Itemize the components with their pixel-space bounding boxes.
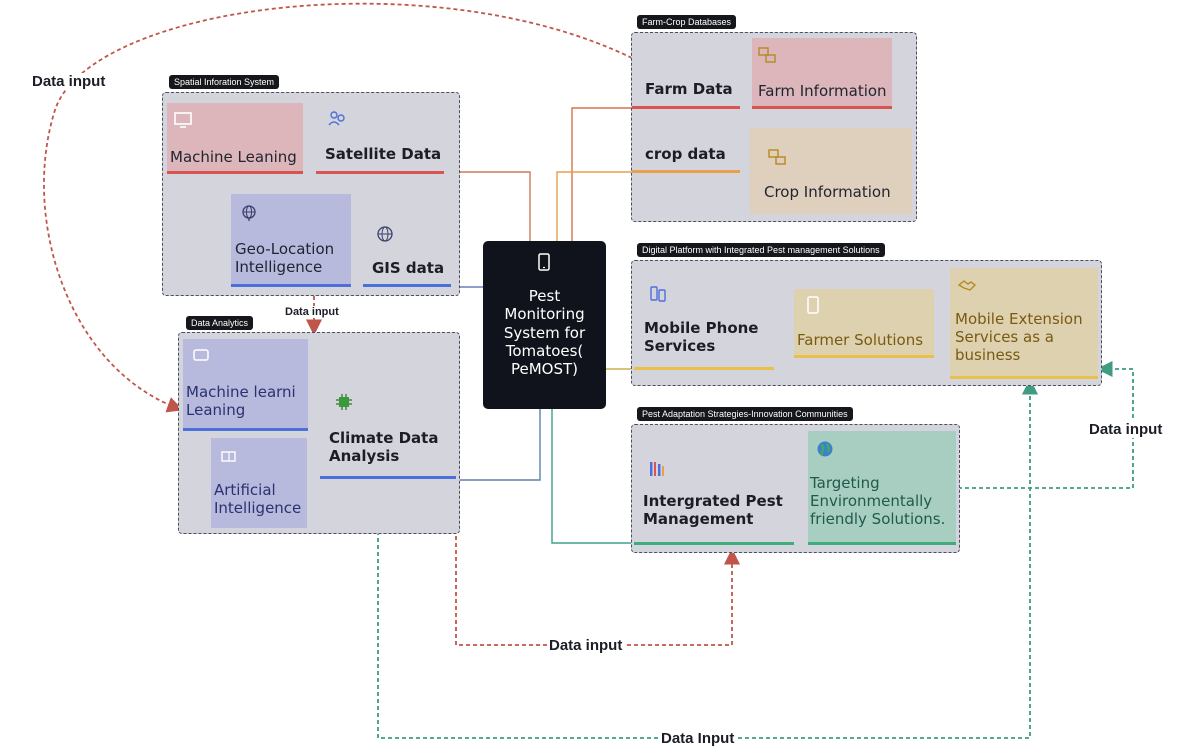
satellite-data-label: Satellite Data (325, 145, 442, 163)
link-climate-center (456, 409, 541, 481)
targeting-solutions-bar (808, 542, 956, 545)
pemost-central-system: Pest Monitoring System for Tomatoes( PeM… (483, 241, 606, 409)
smartphone-icon (807, 296, 819, 314)
smartphone-icon (650, 286, 666, 302)
mobile-phone-services-bar (634, 367, 774, 370)
targeting-solutions-label: Targeting Environmentally friendly Solut… (810, 474, 946, 528)
crop-data-bar (632, 170, 740, 173)
pemost-system-name: Pest Monitoring System for Tomatoes( PeM… (503, 287, 586, 379)
smartphone-icon (538, 253, 550, 271)
bottom-green-data-input-label: Data Input (659, 730, 737, 747)
integrated-pest-management-bar (634, 542, 794, 545)
farm-crop-databases-title: Farm-Crop Databases (637, 15, 737, 29)
satellite-data-bar (316, 171, 444, 174)
climate-data-analysis-label: Climate Data Analysis (329, 429, 439, 465)
link-crop-center (556, 171, 635, 241)
geo-location-label: Geo-Location Intelligence (235, 240, 335, 276)
analytics-machine-learning-tile (183, 339, 308, 429)
targeting-solutions-tile (808, 431, 956, 543)
machine-learning-bar (167, 171, 303, 174)
farmer-solutions-label: Farmer Solutions (797, 331, 924, 349)
analytics-machine-learning-label: Machine learni Leaning (186, 383, 296, 419)
link-farm-center (571, 107, 635, 241)
spatial-information-title: Spatial Inforation System (169, 75, 280, 89)
top-left-data-input-label: Data input (30, 73, 108, 90)
integrated-pest-management-label: Intergrated Pest Management (643, 492, 783, 528)
brain-icon (221, 451, 236, 462)
monitor-icon (174, 112, 192, 128)
machine-learning-label: Machine Leaning (170, 148, 297, 166)
users-icon (328, 111, 345, 126)
crop-information-tile (750, 128, 912, 214)
handshake-icon (958, 280, 976, 291)
farm-data-bar (632, 106, 740, 109)
robot-icon (193, 349, 209, 361)
earth-icon (817, 441, 833, 457)
farm-information-tile (752, 38, 892, 106)
analytics-machine-learning-bar (183, 428, 308, 431)
crop-data-label: crop data (645, 145, 726, 163)
mobile-phone-services-label: Mobile Phone Services (644, 319, 759, 355)
folder-swap-icon (768, 149, 786, 165)
globe-icon (377, 226, 393, 242)
farmer-solutions-bar (794, 355, 934, 358)
farm-data-label: Farm Data (645, 80, 733, 98)
right-data-input-label: Data input (1087, 421, 1165, 438)
folder-swap-icon (758, 47, 776, 63)
link-ipm-center (551, 409, 632, 544)
gis-data-bar (363, 284, 451, 287)
farm-information-label: Farm Information (758, 82, 887, 100)
barcode-icon (650, 462, 664, 476)
link-satellite-center (440, 171, 531, 241)
artificial-intelligence-tile (211, 438, 307, 528)
bottom-red-data-input-label: Data input (547, 637, 625, 654)
data-analytics-title: Data Analytics (186, 316, 254, 330)
artificial-intelligence-label: Artificial Intelligence (214, 481, 302, 517)
farm-information-bar (752, 106, 892, 109)
digital-platform-title: Digital Platform with Integrated Pest ma… (637, 243, 885, 257)
globe-network-icon (242, 205, 256, 221)
mobile-extension-label: Mobile Extension Services as a business (955, 310, 1083, 364)
pest-adaptation-title: Pest Adaptation Strategies-Innovation Co… (637, 407, 853, 421)
chip-icon (336, 394, 352, 410)
gis-data-label: GIS data (372, 259, 445, 277)
mobile-extension-bar (950, 376, 1098, 379)
geo-location-bar (231, 284, 351, 287)
spatial-analytics-data-input-label: Data input (283, 306, 341, 318)
crop-information-label: Crop Information (764, 183, 891, 201)
machine-learning-tile (167, 103, 303, 171)
climate-data-analysis-bar (320, 476, 456, 479)
mobile-extension-tile (950, 268, 1098, 378)
